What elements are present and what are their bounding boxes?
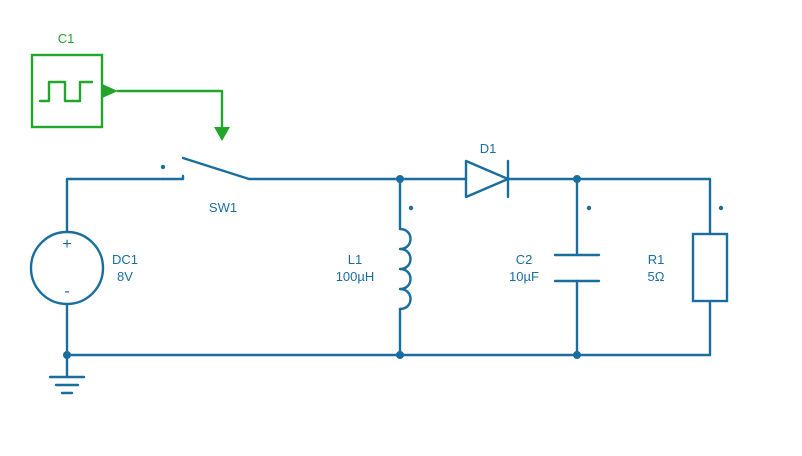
capacitor-icon — [553, 253, 601, 283]
capacitor-name-label: C2 — [516, 252, 533, 267]
clock-source[interactable]: C1 — [30, 31, 230, 141]
junction-node — [573, 351, 581, 359]
source-minus-sign: - — [64, 283, 69, 300]
wires — [65, 177, 712, 378]
square-wave-icon — [38, 80, 94, 103]
junction-node — [396, 351, 404, 359]
source-name-label: DC1 — [112, 252, 138, 267]
switch-icon — [181, 156, 251, 181]
diode[interactable]: D1 — [464, 141, 510, 199]
clock-box — [30, 53, 104, 129]
inductor-icon — [398, 227, 412, 311]
capacitor-pin-dot — [586, 205, 592, 211]
resistor-name-label: R1 — [648, 252, 665, 267]
switch-name-label: SW1 — [209, 200, 237, 215]
capacitor[interactable]: C2 10µF — [509, 205, 601, 284]
switch[interactable]: SW1 — [160, 156, 251, 215]
junction-node — [63, 351, 71, 359]
inductor[interactable]: L1 100µH — [336, 205, 414, 311]
voltage-source-icon — [29, 230, 105, 306]
inductor-name-label: L1 — [348, 252, 362, 267]
control-wire — [116, 89, 224, 130]
switch-pin-dot — [160, 164, 166, 170]
source-plus-sign: + — [62, 236, 71, 253]
wire-diode-to-load — [506, 177, 712, 236]
clock-output-arrow — [102, 84, 118, 98]
source-value-label: 8V — [117, 269, 133, 284]
inductor-pin-dot — [408, 205, 414, 211]
voltage-source[interactable]: + - DC1 8V — [29, 230, 138, 306]
resistor-icon — [691, 232, 729, 303]
resistor-value-label: 5Ω — [648, 269, 665, 284]
junctions — [63, 175, 581, 359]
clock-name-label: C1 — [58, 31, 75, 46]
inductor-value-label: 100µH — [336, 269, 375, 284]
junction-node — [396, 175, 404, 183]
ground-icon — [48, 375, 86, 395]
diode-icon — [464, 159, 510, 199]
control-arrow-head — [214, 127, 230, 141]
resistor[interactable]: R1 5Ω — [648, 205, 729, 303]
junction-node — [573, 175, 581, 183]
resistor-pin-dot — [718, 205, 724, 211]
wire-source-to-switch — [65, 177, 165, 234]
capacitor-value-label: 10µF — [509, 269, 539, 284]
diode-name-label: D1 — [480, 141, 497, 156]
